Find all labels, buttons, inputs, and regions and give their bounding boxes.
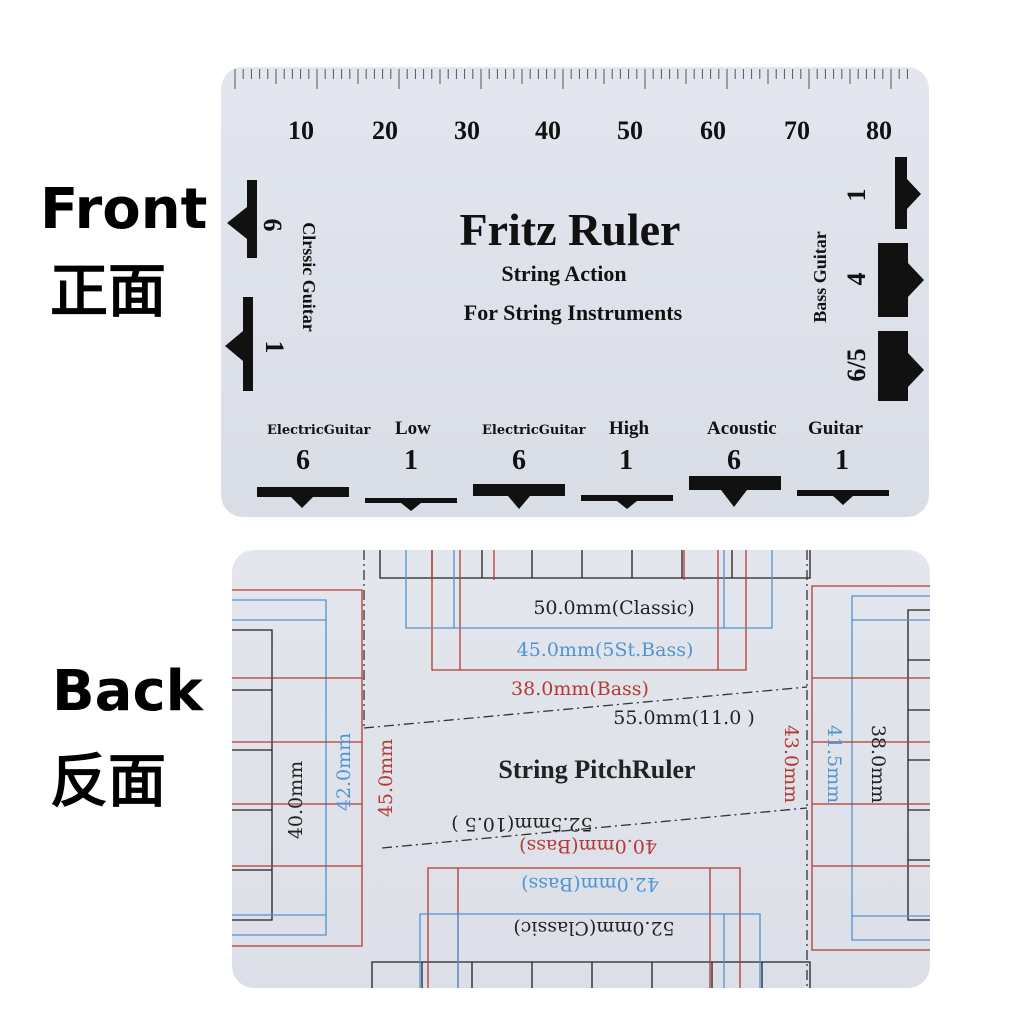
eg-low-mark-1: 1 xyxy=(404,445,418,476)
back-card-graphics: 50.0mm(Classic) 45.0mm(5St.Bass) 38.0mm(… xyxy=(232,550,930,988)
bass-4-bar xyxy=(878,243,908,317)
right-blue-frame xyxy=(851,595,930,941)
eg-low-label-b: Low xyxy=(395,418,431,439)
measure-42: 42.0mm xyxy=(333,733,355,811)
back-label-cn: 反面 xyxy=(50,747,167,815)
bass-mark-65: 6/5 xyxy=(842,348,871,381)
eg-high-1-pointer-icon xyxy=(617,501,637,509)
measure-40: 40.0mm xyxy=(285,761,307,839)
classic-mark-6: 6 xyxy=(258,219,287,232)
scale-number-70: 70 xyxy=(784,116,810,145)
back-card: 50.0mm(Classic) 45.0mm(5St.Bass) 38.0mm(… xyxy=(232,550,930,988)
measure-41-5: 41.5mm xyxy=(823,725,845,803)
measure-45: 45.0mm xyxy=(375,739,397,817)
bass-65-bar xyxy=(878,331,908,401)
eg-low-6-pointer-icon xyxy=(291,497,313,508)
ruler-ticks xyxy=(234,69,908,89)
back-title: String PitchRuler xyxy=(498,755,695,784)
acoustic-1-pointer-icon xyxy=(833,496,853,505)
front-subtitle-2: For String Instruments xyxy=(464,300,683,325)
eg-low-mark-6: 6 xyxy=(296,445,310,476)
measure-52-classic: 52.0mm(Classic) xyxy=(513,917,674,939)
bass-1-bar xyxy=(895,157,907,229)
bass-guitar-label: Bass Guitar xyxy=(810,231,830,323)
acoustic-1-bar xyxy=(797,490,889,496)
right-red-frame xyxy=(811,585,930,951)
back-label: Back xyxy=(52,659,203,724)
eg-high-label-b: High xyxy=(609,418,650,439)
top-blue-frame xyxy=(405,550,773,629)
front-card: 10 20 30 40 50 60 70 80 Fritz Ruler Stri… xyxy=(221,67,929,517)
bass-65-pointer-icon xyxy=(908,353,924,387)
eg-low-6-bar xyxy=(257,487,349,497)
front-card-graphics: 10 20 30 40 50 60 70 80 Fritz Ruler Stri… xyxy=(225,69,924,511)
measure-43: 43.0mm xyxy=(780,725,802,803)
front-label: Front xyxy=(40,177,208,242)
scale-number-60: 60 xyxy=(700,116,726,145)
measure-42-bass: 42.0mm(Bass) xyxy=(521,873,659,895)
eg-high-6-pointer-icon xyxy=(508,496,530,509)
eg-high-mark-6: 6 xyxy=(512,445,526,476)
acoustic-label-b: Guitar xyxy=(808,418,863,439)
front-subtitle-1: String Action xyxy=(501,261,626,286)
measure-50-classic: 50.0mm(Classic) xyxy=(533,597,694,619)
bass-1-pointer-icon xyxy=(907,179,921,209)
bass-mark-4: 4 xyxy=(842,273,871,286)
bottom-dark-frame xyxy=(371,961,811,988)
bass-mark-1: 1 xyxy=(842,189,871,202)
acoustic-mark-6: 6 xyxy=(727,445,741,476)
front-label-cn: 正面 xyxy=(50,257,167,325)
classic-1-bar xyxy=(243,297,253,391)
acoustic-6-pointer-icon xyxy=(721,490,747,507)
measure-38: 38.0mm xyxy=(867,725,889,803)
acoustic-mark-1: 1 xyxy=(835,445,849,476)
classic-mark-1: 1 xyxy=(260,341,289,354)
measure-40-bass: 40.0mm(Bass) xyxy=(519,835,657,857)
bottom-blue-frame xyxy=(419,913,761,988)
top-red-frame xyxy=(431,550,747,671)
measure-55: 55.0mm(11.0 ) xyxy=(613,707,755,729)
scale-number-50: 50 xyxy=(617,116,643,145)
eg-high-6-bar xyxy=(473,484,565,496)
pitch-lines xyxy=(363,550,808,988)
scale-number-30: 30 xyxy=(454,116,480,145)
left-red-frame xyxy=(232,589,363,947)
front-title: Fritz Ruler xyxy=(460,204,681,255)
scale-number-40: 40 xyxy=(535,116,561,145)
scale-number-80: 80 xyxy=(866,116,892,145)
measure-38-bass: 38.0mm(Bass) xyxy=(511,678,649,700)
left-dark-frame xyxy=(232,629,273,921)
right-dark-frame xyxy=(907,609,930,921)
classic-6-pointer-icon xyxy=(227,207,247,239)
acoustic-6-bar xyxy=(689,476,781,490)
eg-high-1-bar xyxy=(581,495,673,501)
bass-4-pointer-icon xyxy=(908,263,924,297)
eg-low-label-a: ElectricGuitar xyxy=(267,423,371,438)
measure-45-5st-bass: 45.0mm(5St.Bass) xyxy=(517,639,694,661)
acoustic-label-a: Acoustic xyxy=(707,418,777,439)
scale-number-20: 20 xyxy=(372,116,398,145)
left-blue-frame xyxy=(232,599,327,936)
scale-number-10: 10 xyxy=(288,116,314,145)
classic-6-bar xyxy=(247,180,257,258)
eg-low-1-bar xyxy=(365,498,457,503)
measure-52-5: 52.5mm(10.5 ) xyxy=(451,813,593,835)
eg-low-1-pointer-icon xyxy=(401,503,421,511)
classic-guitar-label: Clrssic Guitar xyxy=(299,222,319,332)
eg-high-label-a: ElectricGuitar xyxy=(482,423,586,438)
classic-1-pointer-icon xyxy=(225,331,243,361)
eg-high-mark-1: 1 xyxy=(619,445,633,476)
